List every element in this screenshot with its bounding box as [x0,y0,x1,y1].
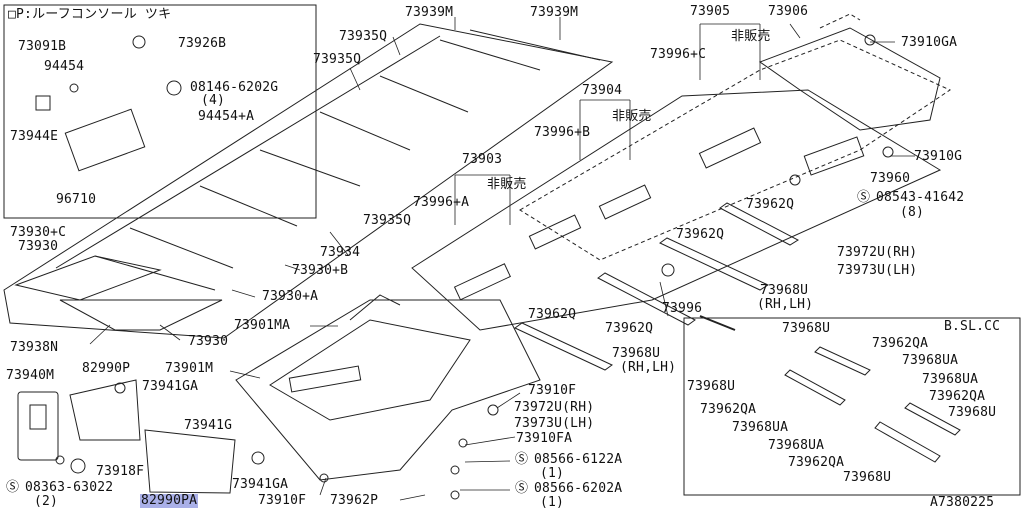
bslcc-73962qa-label-3: 73962QA [700,402,757,417]
part-73973u-lh-label-2: 73973U(LH) [514,416,595,431]
part-08566-6122a-qty: (1) [540,466,565,481]
part-73930a-label: 73930+A [262,289,319,304]
part-73938n-label: 73938N [10,340,59,355]
part-73972u-rh-label: 73972U(RH) [837,245,918,260]
part-73930c-label: 73930+C [10,225,67,240]
part-73926b-label: 73926B [178,36,227,51]
part-73939m-label-2: 73939M [530,5,579,20]
part-73940m-label: 73940M [6,368,55,383]
part-73903-label: 73903 [462,152,503,167]
part-73091b-label: 73091B [18,39,67,54]
part-94454a-label: 94454+A [198,109,255,124]
part-08146-label: 08146-6202G [190,80,279,95]
part-73996c-label: 73996+C [650,47,707,62]
part-08363-label: 08363-63022 [25,480,114,495]
part-73962q-label-4: 73962Q [605,321,654,336]
bslcc-73968u-label-4: 73968U [843,470,892,485]
part-73944e-label: 73944E [10,129,59,144]
headlining-main [235,294,541,481]
part-82990pa-label[interactable]: 82990PA [140,493,199,508]
part-73930b-label: 73930+B [292,263,349,278]
bolt-symbol-s-2: Ⓢ [515,452,529,467]
bslcc-73968u-label-3: 73968U [948,405,997,420]
part-73973u-lh-label: 73973U(LH) [837,263,918,278]
part-73930-label: 73930 [18,239,59,254]
roof-console-inset-title: □P:ルーフコンソール ツキ [8,7,172,22]
bslcc-73968u-label: 73968U [782,321,831,336]
part-08543-qty: (8) [900,205,925,220]
bolt-symbol-s-3: Ⓢ [6,480,20,495]
part-73996b-label: 73996+B [534,125,591,140]
bslcc-73962qa-label-4: 73962QA [788,455,845,470]
bslcc-73968ua-label-3: 73968UA [732,420,789,435]
bslcc-inset-title: B.SL.CC [944,319,1001,334]
part-08566-6122a-label: 08566-6122A [534,452,623,467]
part-73968u-label-2: 73968U [612,346,661,361]
part-73918f-label: 73918F [96,464,145,479]
fasteners [35,34,894,500]
part-73996-label: 73996 [662,301,703,316]
bslcc-73962qa-label: 73962QA [872,336,929,351]
not-for-sale-b: 非販売 [612,109,652,124]
part-73960-label: 73960 [870,171,911,186]
part-73904-label: 73904 [582,83,623,98]
bolt-symbol-s-4: Ⓢ [515,481,529,496]
part-73910g-label: 73910G [914,149,963,164]
part-73935q-label-2: 73935Q [313,52,362,67]
not-for-sale-c: 非販売 [731,29,771,44]
part-73962q-label-3: 73962Q [528,307,577,322]
part-73972u-rh-label-2: 73972U(RH) [514,400,595,415]
headliner-plate [411,39,952,331]
roof-console-inset-frame [3,4,317,219]
part-73935q-label: 73935Q [339,29,388,44]
part-73962q-label: 73962Q [746,197,795,212]
bslcc-inset-frame [683,317,1021,496]
part-73941ga-label-2: 73941GA [232,477,289,492]
part-73910ga-label: 73910GA [901,35,958,50]
bslcc-73968ua-label-4: 73968UA [768,438,825,453]
part-73941ga-label: 73941GA [142,379,199,394]
bslcc-73968ua-label: 73968UA [902,353,959,368]
part-08566-6202a-qty: (1) [540,495,565,510]
part-73901ma-label: 73901MA [234,318,291,333]
rear-roof-panel [758,13,941,131]
part-96710-label: 96710 [56,192,97,207]
part-73910f-label-2: 73910F [258,493,307,508]
part-73910fa-label: 73910FA [516,431,573,446]
leader-lines [89,17,915,501]
diagram-id: A7380225 [930,495,995,510]
part-08146-qty: (4) [201,93,226,108]
bslcc-strips [784,346,961,463]
part-73906-label: 73906 [768,4,809,19]
bslcc-73968u-label-2: 73968U [687,379,736,394]
part-73910f-label: 73910F [528,383,577,398]
bslcc-73968ua-label-2: 73968UA [922,372,979,387]
part-73934-label: 73934 [320,245,361,260]
roof-panel [3,23,614,339]
part-73935q-label-3: 73935Q [363,213,412,228]
strips-73962q [514,202,800,371]
part-73962p-label: 73962P [330,493,379,508]
part-08363-qty: (2) [34,494,59,509]
part-94454-label: 94454 [44,59,85,74]
part-73996a-label: 73996+A [413,195,470,210]
part-73901m-label: 73901M [165,361,214,376]
part-73962q-label-2: 73962Q [676,227,725,242]
part-73939m-label: 73939M [405,5,454,20]
part-73968u-label: 73968U [760,283,809,298]
side-trim [17,379,236,494]
part-73930-label-2: 73930 [188,334,229,349]
bolt-symbol-s-1: Ⓢ [857,190,871,205]
part-73968u-rhlh-2: (RH,LH) [620,360,677,375]
bslcc-73962qa-label-2: 73962QA [929,389,986,404]
part-08566-6202a-label: 08566-6202A [534,481,623,496]
part-73968u-rhlh: (RH,LH) [757,297,814,312]
part-82990p-label: 82990P [82,361,131,376]
not-for-sale-a: 非販売 [487,177,527,192]
part-73941g-label: 73941G [184,418,233,433]
part-73905-label: 73905 [690,4,731,19]
part-08543-label: 08543-41642 [876,190,965,205]
